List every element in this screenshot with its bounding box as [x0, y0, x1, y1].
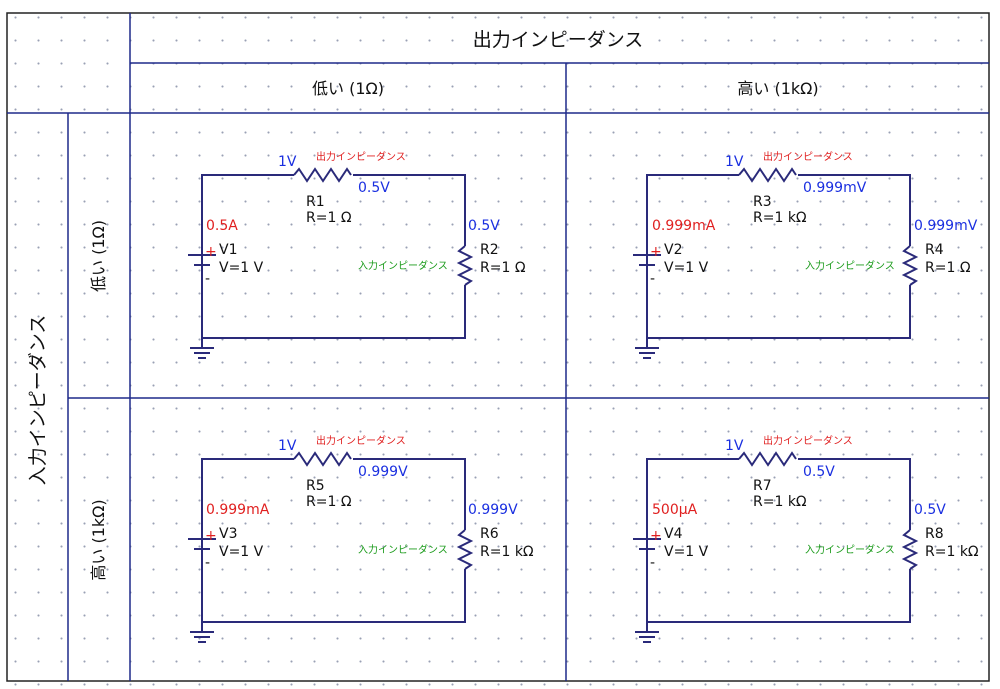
mid-node-voltage: 0.5V	[358, 180, 390, 196]
mid-node-voltage: 0.999V	[358, 464, 408, 480]
output-resistor-name: R3	[753, 194, 772, 210]
minus-sign: -	[205, 555, 210, 571]
voltage-source-symbol	[188, 459, 216, 622]
circuit-4: + - 1V 出力インピーダンス 0.5V R7 R=1 kΩ 500μA V4…	[633, 434, 979, 643]
plus-sign: +	[205, 244, 217, 260]
output-resistor-value: R=1 kΩ	[753, 494, 807, 510]
minus-sign: -	[650, 555, 655, 571]
source-name: V3	[219, 526, 237, 542]
source-current: 0.999mA	[206, 502, 270, 518]
wire-top-right	[798, 174, 911, 246]
source-node-voltage: 1V	[725, 154, 744, 170]
row-header-high: 高い (1kΩ)	[89, 499, 108, 580]
ground-symbol	[190, 338, 214, 359]
input-impedance-header: 入力インピーダンス	[27, 315, 49, 486]
input-resistor-name: R2	[480, 242, 499, 258]
wire-bottom	[202, 285, 466, 339]
output-resistor-name: R5	[306, 478, 325, 494]
wire-top-right	[798, 458, 911, 530]
minus-sign: -	[205, 271, 210, 287]
source-current: 0.5A	[206, 218, 238, 234]
input-impedance-label: 入力インピーダンス	[358, 259, 448, 272]
output-resistor	[738, 451, 797, 467]
minus-sign: -	[650, 271, 655, 287]
output-impedance-label: 出力インピーダンス	[316, 434, 406, 447]
output-resistor-value: R=1 Ω	[306, 494, 352, 510]
source-node-voltage: 1V	[278, 154, 297, 170]
circuit-1: + - 1V 出力インピーダンス 0.5V R1 R=1 Ω 0.5A V1 V…	[188, 150, 526, 359]
source-value: V=1 V	[219, 260, 264, 276]
input-resistor-name: R4	[925, 242, 944, 258]
wire-top-right	[353, 458, 466, 530]
wire-bottom	[202, 569, 466, 623]
output-impedance-label: 出力インピーダンス	[763, 434, 853, 447]
output-resistor	[293, 451, 352, 467]
source-node-voltage: 1V	[725, 438, 744, 454]
output-resistor-value: R=1 Ω	[306, 210, 352, 226]
wire-top-right	[353, 174, 466, 246]
input-impedance-label: 入力インピーダンス	[805, 543, 895, 556]
output-impedance-label: 出力インピーダンス	[763, 150, 853, 163]
input-resistor-value: R=1 kΩ	[480, 544, 534, 560]
mid-node-voltage: 0.999mV	[803, 180, 867, 196]
input-resistor	[901, 245, 919, 286]
plus-sign: +	[650, 244, 662, 260]
mid-node-voltage: 0.5V	[803, 464, 835, 480]
plus-sign: +	[650, 528, 662, 544]
output-resistor-value: R=1 kΩ	[753, 210, 807, 226]
output-resistor	[738, 167, 797, 183]
input-resistor-name: R6	[480, 526, 499, 542]
plus-sign: +	[205, 528, 217, 544]
input-resistor-name: R8	[925, 526, 944, 542]
voltage-source-symbol	[633, 175, 661, 338]
ground-symbol	[190, 622, 214, 643]
input-resistor-value: R=1 Ω	[480, 260, 526, 276]
wire-bottom	[647, 285, 911, 339]
output-impedance-header: 出力インピーダンス	[473, 29, 644, 51]
input-resistor-value: R=1 kΩ	[925, 544, 979, 560]
load-node-voltage: 0.999V	[468, 502, 518, 518]
ground-symbol	[635, 338, 659, 359]
source-value: V=1 V	[664, 260, 709, 276]
column-header-low: 低い (1Ω)	[312, 79, 384, 98]
circuit-2: + - 1V 出力インピーダンス 0.999mV R3 R=1 kΩ 0.999…	[633, 150, 978, 359]
source-node-voltage: 1V	[278, 438, 297, 454]
input-resistor	[901, 529, 919, 570]
wire-bottom	[647, 569, 911, 623]
voltage-source-symbol	[633, 459, 661, 622]
input-resistor	[456, 245, 474, 286]
input-impedance-label: 入力インピーダンス	[358, 543, 448, 556]
circuit-3: + - 1V 出力インピーダンス 0.999V R5 R=1 Ω 0.999mA…	[188, 434, 534, 643]
input-resistor	[456, 529, 474, 570]
source-value: V=1 V	[664, 544, 709, 560]
load-node-voltage: 0.5V	[914, 502, 946, 518]
table-border	[6, 12, 990, 682]
column-header-high: 高い (1kΩ)	[737, 79, 818, 98]
load-node-voltage: 0.5V	[468, 218, 500, 234]
source-name: V4	[664, 526, 683, 542]
output-resistor-name: R7	[753, 478, 772, 494]
output-resistor-name: R1	[306, 194, 325, 210]
source-name: V2	[664, 242, 682, 258]
output-resistor	[293, 167, 352, 183]
input-impedance-label: 入力インピーダンス	[805, 259, 895, 272]
source-value: V=1 V	[219, 544, 264, 560]
ground-symbol	[635, 622, 659, 643]
source-current: 0.999mA	[652, 218, 716, 234]
input-resistor-value: R=1 Ω	[925, 260, 971, 276]
row-header-low: 低い (1Ω)	[89, 220, 108, 292]
output-impedance-label: 出力インピーダンス	[316, 150, 406, 163]
voltage-source-symbol	[188, 175, 216, 338]
source-current: 500μA	[652, 502, 698, 518]
load-node-voltage: 0.999mV	[914, 218, 978, 234]
source-name: V1	[219, 242, 237, 258]
